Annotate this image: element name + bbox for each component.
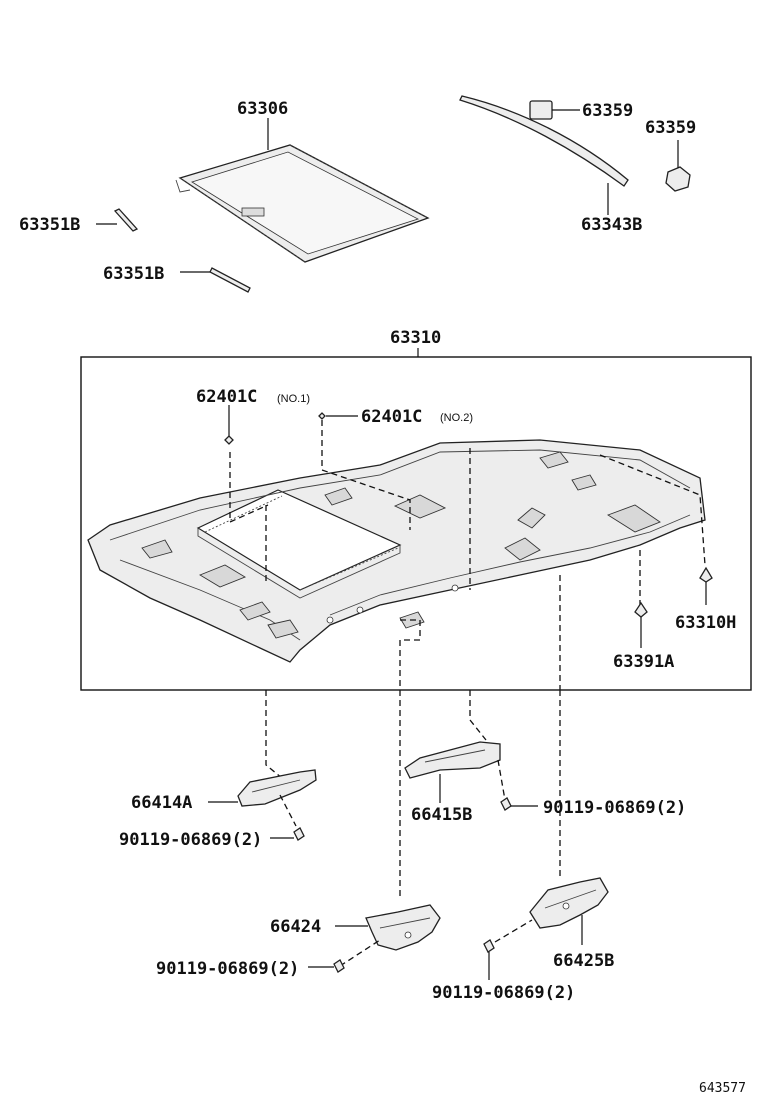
bolt-66414A[interactable] (293, 827, 305, 841)
headliner-frame (80, 356, 752, 691)
bracket-66425B[interactable] (529, 877, 609, 929)
part-label-62401C-no1: 62401C (196, 387, 257, 407)
part-label-bolt-d: 90119-06869(2) (432, 983, 575, 1003)
figure-number: 643577 (699, 1081, 746, 1096)
bolt-66425B[interactable] (483, 939, 495, 953)
clip-62401C-no1[interactable] (224, 435, 234, 445)
part-label-63359-b: 63359 (645, 118, 696, 138)
part-note-62401C-no2: (NO.2) (440, 412, 473, 424)
part-label-63391A: 63391A (613, 652, 674, 672)
pin-63351B-upper[interactable] (113, 208, 139, 232)
bolt-66415B[interactable] (500, 797, 512, 811)
part-label-63310H: 63310H (675, 613, 736, 633)
part-label-66424: 66424 (270, 917, 321, 937)
part-label-63351B-lower: 63351B (103, 264, 164, 284)
part-note-62401C-no1: (NO.1) (277, 393, 310, 405)
part-label-66425B: 66425B (553, 951, 614, 971)
cap-63359-hex[interactable] (665, 166, 691, 192)
part-label-63359-a: 63359 (582, 101, 633, 121)
assist-grip-66414A[interactable] (237, 769, 317, 807)
headliner-63310[interactable] (87, 439, 706, 663)
part-label-bolt-c: 90119-06869(2) (156, 959, 299, 979)
part-label-bolt-a: 90119-06869(2) (119, 830, 262, 850)
weatherstrip-63343B[interactable] (459, 95, 629, 187)
clip-63391A[interactable] (634, 601, 648, 618)
part-label-63343B: 63343B (581, 215, 642, 235)
clip-62401C-no2[interactable] (318, 412, 326, 420)
part-label-63351B-upper: 63351B (19, 215, 80, 235)
bracket-66424[interactable] (365, 904, 441, 951)
part-label-66415B: 66415B (411, 805, 472, 825)
part-label-62401C-no2: 62401C (361, 407, 422, 427)
part-label-63310: 63310 (390, 328, 441, 348)
part-label-63306: 63306 (237, 99, 288, 119)
sunshade-panel-63306[interactable] (175, 144, 430, 263)
assist-grip-66415B[interactable] (404, 741, 501, 779)
bolt-66424[interactable] (333, 959, 345, 973)
part-label-bolt-b: 90119-06869(2) (543, 798, 686, 818)
pin-63351B-lower[interactable] (209, 267, 251, 293)
clip-63310H[interactable] (699, 566, 713, 583)
part-label-66414A: 66414A (131, 793, 192, 813)
cap-63359-square[interactable] (529, 100, 553, 120)
